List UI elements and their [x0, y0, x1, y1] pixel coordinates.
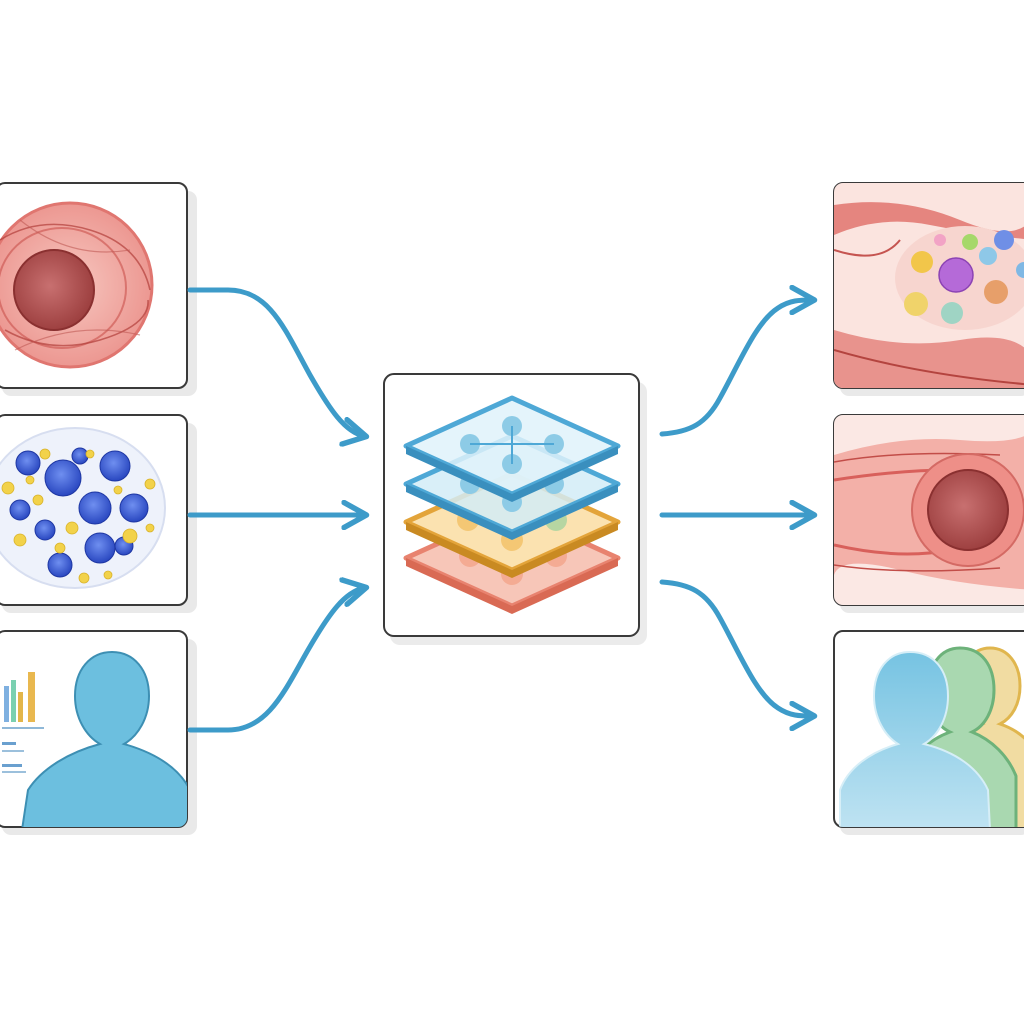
- tissue-longitudinal-image: [834, 415, 1024, 605]
- input-panel-cell-cluster: [0, 414, 197, 613]
- output-arrows: [659, 300, 812, 716]
- person-icon: [20, 650, 187, 827]
- center-panel-layered-model: [383, 373, 647, 645]
- input-panel-patient-profile: [0, 630, 197, 835]
- output-panel-tissue-with-cells: [833, 182, 1024, 396]
- tissue-with-cells-image: [834, 183, 1024, 388]
- bar-chart-icon: [2, 672, 44, 773]
- arrow-center-to-output3: [659, 579, 812, 716]
- input-arrows: [187, 287, 364, 733]
- arrow-input1-to-center: [187, 287, 364, 436]
- arrow-input3-to-center: [187, 588, 364, 733]
- person-blue-icon: [839, 650, 992, 827]
- cell-cluster-image: [0, 427, 166, 589]
- layer-blue-upper: [403, 395, 621, 502]
- input-panel-tissue-cross-section: [0, 182, 197, 396]
- output-panel-tissue-longitudinal: [833, 414, 1024, 613]
- output-panel-patient-group: [833, 630, 1024, 835]
- tissue-cross-section-image: [0, 201, 154, 369]
- arrow-center-to-output1: [659, 300, 812, 437]
